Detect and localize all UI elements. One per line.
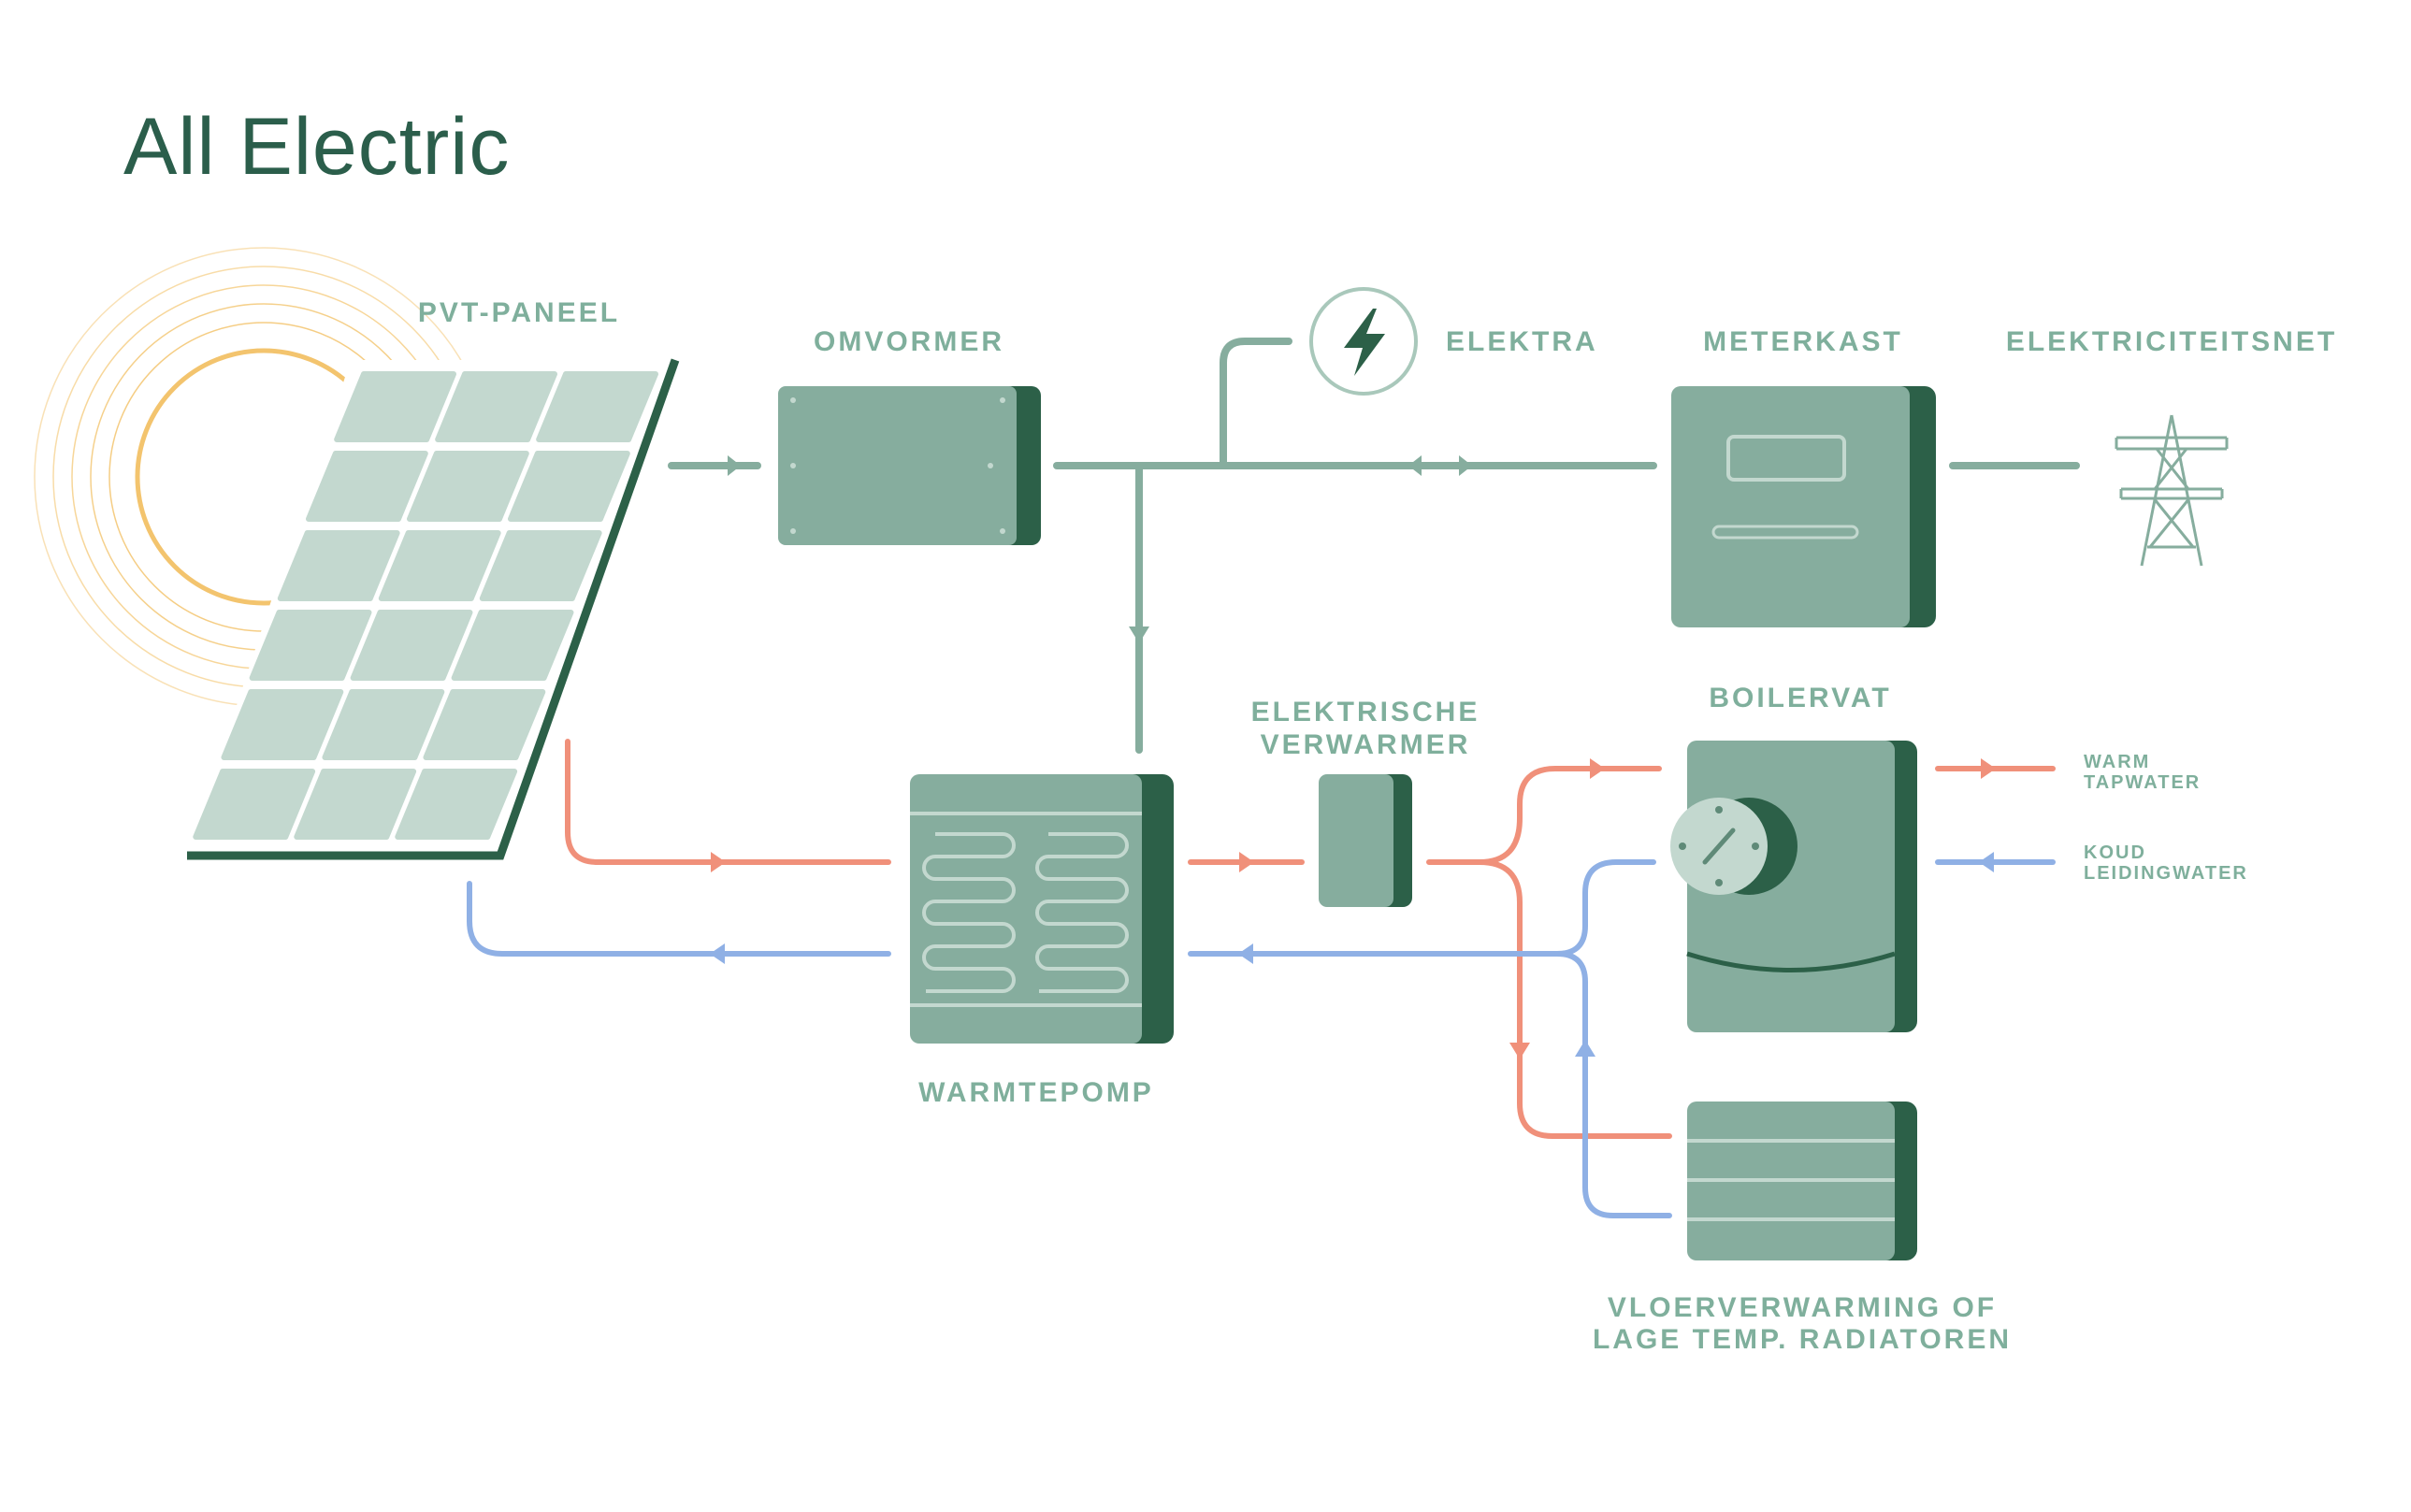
label-electric-heater-line2: VERWARMER	[1261, 729, 1471, 760]
panel-cell	[536, 371, 658, 442]
meter-box-device	[1671, 386, 1936, 627]
label-boiler: BOILERVAT	[1709, 683, 1891, 713]
hot-water-pipes	[565, 739, 2056, 1139]
panel-cell	[193, 769, 316, 840]
boiler-device	[1670, 741, 1917, 1032]
panel-cell	[305, 451, 428, 522]
heat-pump-device	[910, 774, 1174, 1044]
panel-cell	[395, 769, 518, 840]
pipe-flow-arrows	[710, 758, 1996, 1059]
panel-cell	[423, 689, 546, 760]
power-flow-arrows	[728, 455, 1472, 643]
panel-cell	[451, 610, 574, 681]
lightning-bolt-icon	[1309, 287, 1418, 396]
label-grid: ELEKTRICITEITSNET	[2006, 326, 2337, 357]
label-floor-heating-line1: VLOERVERWARMING OF	[1608, 1292, 1997, 1323]
panel-cell	[507, 451, 630, 522]
inverter-device	[778, 386, 1041, 545]
label-electric-heater-line1: ELEKTRISCHE	[1251, 697, 1480, 727]
label-electricity: ELEKTRA	[1446, 326, 1598, 357]
panel-cell	[479, 530, 602, 601]
panel-cell	[350, 610, 473, 681]
label-floor-heating-line2: LAGE TEMP. RADIATOREN	[1593, 1324, 2012, 1355]
power-pylon-icon	[2115, 414, 2229, 567]
page-title: All Electric	[123, 102, 511, 192]
label-inverter: OMVORMER	[814, 326, 1004, 357]
label-cold-water-line1: KOUD	[2084, 842, 2146, 863]
panel-cell	[322, 689, 445, 760]
panel-cell	[294, 769, 417, 840]
label-meter-box: METERKAST	[1703, 326, 1903, 357]
panel-cell	[406, 451, 529, 522]
panel-cell	[435, 371, 557, 442]
panel-cell	[334, 371, 456, 442]
panel-cell	[277, 530, 400, 601]
label-cold-water-line2: LEIDINGWATER	[2084, 863, 2248, 884]
electric-heater-device	[1319, 774, 1412, 907]
label-heat-pump: WARMTEPOMP	[918, 1077, 1154, 1108]
power-lines	[668, 338, 2080, 754]
pvt-panel	[187, 358, 680, 860]
label-warm-water-line1: WARM	[2084, 752, 2150, 772]
label-pvt-panel: PVT-PANEEL	[418, 297, 620, 328]
floor-heating-device	[1687, 1102, 1917, 1260]
panel-cell	[378, 530, 501, 601]
label-warm-water-line2: TAPWATER	[2084, 772, 2201, 793]
panel-cell	[249, 610, 372, 681]
panel-cell	[221, 689, 344, 760]
